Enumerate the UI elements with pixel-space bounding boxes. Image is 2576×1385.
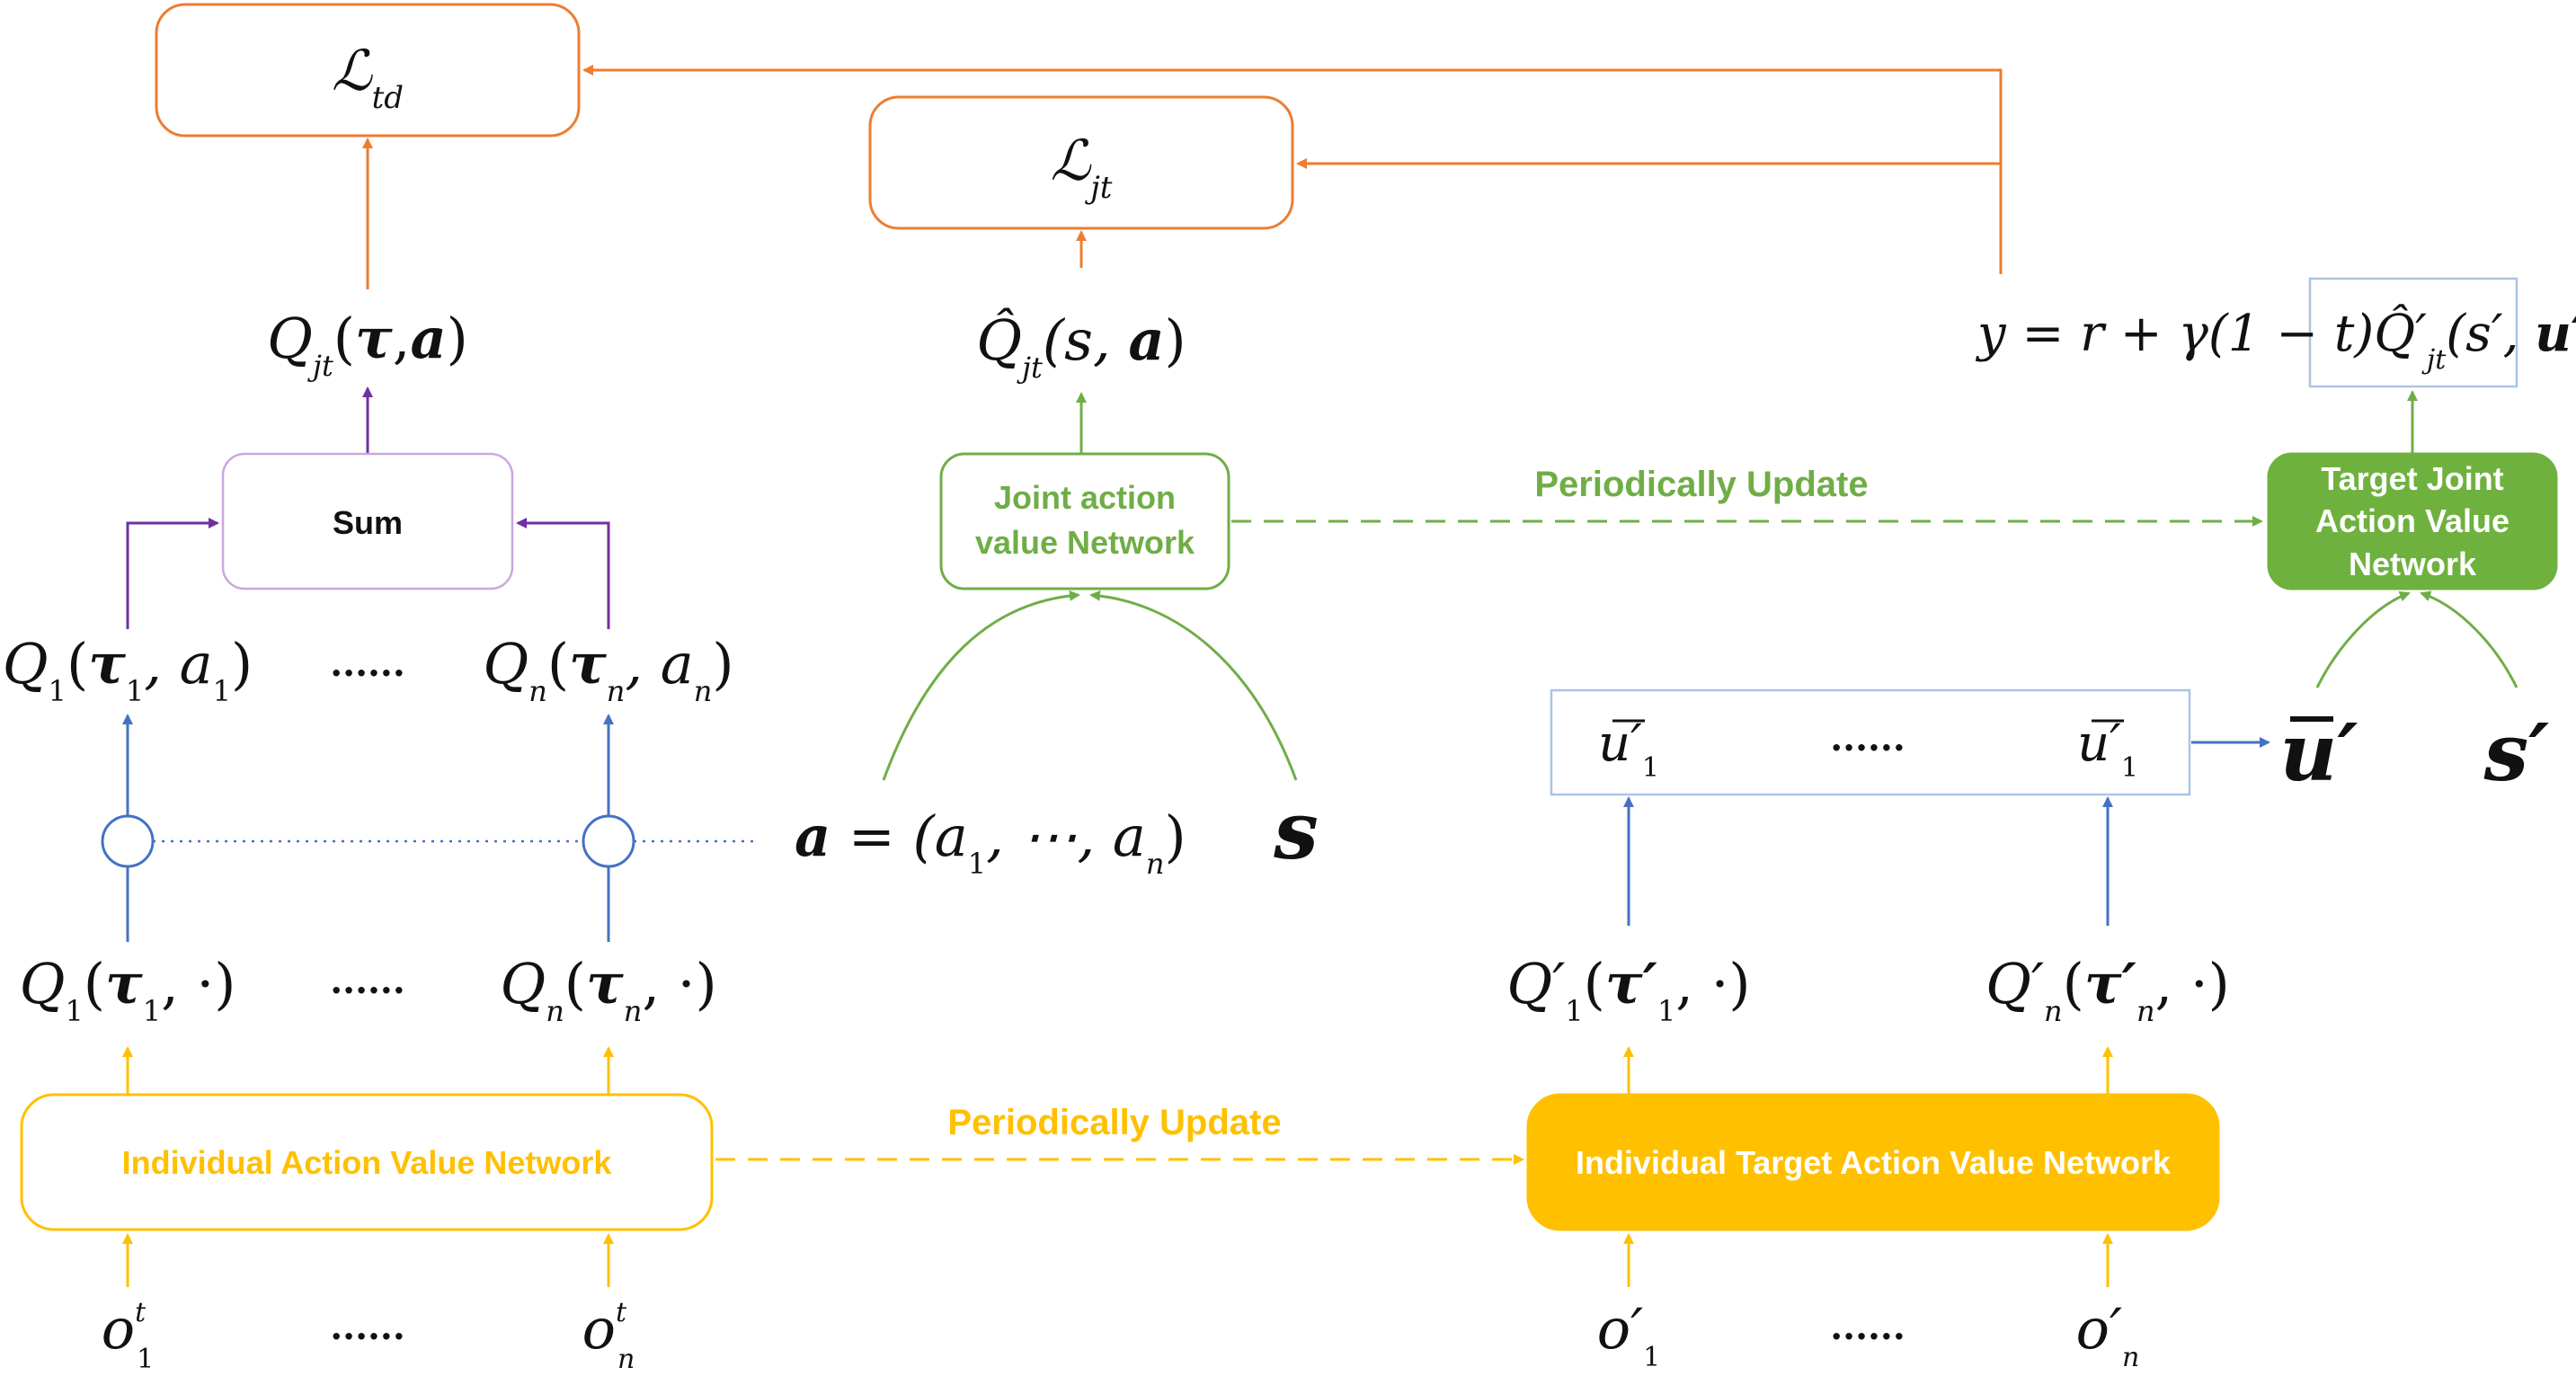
joint-action-vector-label: a = (a1, ⋯, an) (795, 803, 1186, 881)
u-bar-2-label: u′1 (2077, 715, 2138, 784)
select-node-n (582, 814, 635, 868)
q1-prime-tau-dot-label: Q′1(τ′1, ·) (1506, 951, 1750, 1028)
dots-obs: ...... (330, 1306, 405, 1348)
q1-tau-dot-label: Q1(τ1, ·) (20, 951, 236, 1028)
individual-target-network-box: Individual Target Action Value Network (1526, 1093, 2220, 1231)
target-y-lhs: y = r + γ(1 − t) (1975, 305, 2374, 363)
arrow-q1-to-sum (126, 518, 219, 629)
individual-network-label: Individual Action Value Network (122, 1144, 613, 1181)
svg-text:y = r + γ(1 − t)Q̂′jt(s′, u′): y = r + γ(1 − t)Q̂′jt(s′, u′) (1975, 303, 2576, 376)
loss-td-box: ℒtd (155, 3, 581, 138)
q-jt-label: Qjt(τ,a) (267, 306, 468, 383)
obs-prime-n-label: o′n (2076, 1296, 2140, 1373)
select-node-1 (101, 814, 155, 868)
state-s-label: s (1273, 784, 1319, 877)
periodically-update-bottom-label: Periodically Update (947, 1103, 1281, 1142)
u-bar-1-label: u′1 (1598, 715, 1659, 784)
joint-action-network-box: Joint action value Network (939, 452, 1230, 590)
target-joint-network-box: Target Joint Action Value Network (2267, 452, 2558, 590)
qn-tau-a-label: Qn(τn, an) (483, 631, 733, 708)
arrow-sprime-to-target-joint (2420, 590, 2518, 688)
target-value-expression: y = r + γ(1 − t)Q̂′jt(s′, u′) (1975, 277, 2576, 388)
obs-prime-1-label: o′1 (1597, 1296, 1661, 1373)
dots-q-a: ...... (330, 643, 405, 685)
dots-q-dot: ...... (330, 960, 405, 1002)
target-y-q: Q̂′ (2374, 303, 2427, 363)
loss-td-sub: td (372, 80, 404, 116)
target-joint-line2: Action Value (2315, 502, 2509, 539)
arrow-y-to-ltd (582, 65, 2003, 274)
dots-u-bar: ...... (1830, 717, 1905, 759)
loss-jt-box: ℒjt (868, 95, 1294, 230)
sum-label: Sum (333, 504, 403, 541)
arrow-uprime-to-target-joint (2315, 590, 2411, 688)
qn-prime-tau-dot-label: Q′n(τ′n, ·) (1985, 951, 2230, 1028)
arrow-a-to-joint (882, 590, 1080, 781)
s-prime-big-label: s′ (2483, 706, 2550, 799)
qn-tau-dot-label: Qn(τn, ·) (500, 951, 716, 1028)
individual-network-box: Individual Action Value Network (20, 1093, 714, 1231)
joint-action-line2: value Network (975, 524, 1195, 561)
qhat-jt-label: Q̂jt(s, a) (976, 307, 1186, 385)
loss-jt-symbol: ℒ (1051, 128, 1092, 193)
arrow-s-to-joint (1089, 590, 1298, 781)
svg-text:ℒjt: ℒjt (1051, 128, 1113, 206)
target-joint-line1: Target Joint (2321, 460, 2503, 497)
dots-obs-prime: ...... (1830, 1306, 1905, 1348)
periodically-update-top-label: Periodically Update (1534, 465, 1868, 504)
svg-text:ℒtd: ℒtd (332, 38, 404, 116)
greedy-actions-box: u′1 ...... u′1 (1550, 688, 2191, 796)
q1-tau-a-label: Q1(τ1, a1) (3, 631, 253, 708)
arrow-qn-to-sum (516, 518, 610, 629)
individual-target-network-label: Individual Target Action Value Network (1576, 1144, 2172, 1181)
joint-action-line1: Joint action (994, 479, 1176, 516)
target-joint-line3: Network (2349, 546, 2477, 582)
sum-box: Sum (221, 452, 514, 590)
loss-td-symbol: ℒ (332, 38, 373, 103)
